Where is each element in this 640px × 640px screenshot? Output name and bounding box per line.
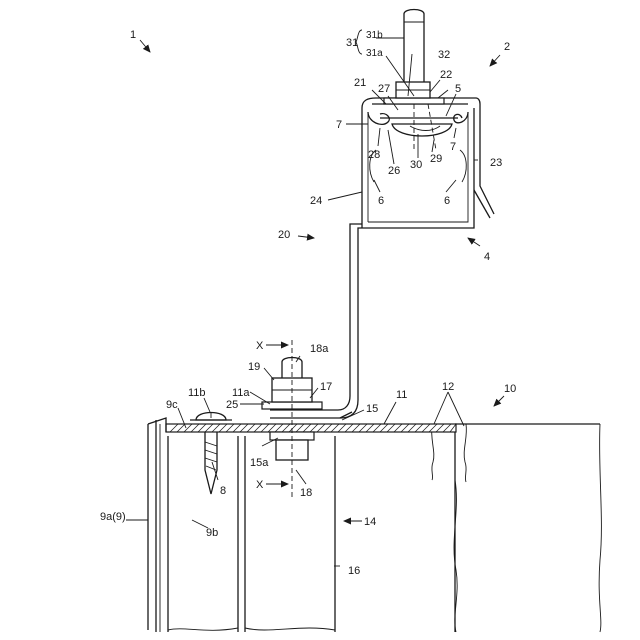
label-28: 28 (368, 149, 380, 161)
label-4: 4 (484, 251, 490, 263)
label-21: 21 (354, 77, 366, 89)
section-marks (266, 345, 288, 484)
label-20: 20 (278, 229, 290, 241)
label-11: 11 (396, 389, 407, 401)
label-19: 19 (248, 361, 260, 373)
label-30: 30 (410, 159, 422, 171)
label-2: 2 (504, 41, 510, 53)
label-8: 8 (220, 485, 226, 497)
label-6-left: 6 (378, 195, 384, 207)
label-23: 23 (490, 157, 502, 169)
label-6-right: 6 (444, 195, 450, 207)
label-27: 27 (378, 83, 390, 95)
label-22: 22 (440, 69, 452, 81)
label-12: 12 (442, 381, 454, 393)
eave-member (148, 418, 238, 632)
roof-plate (166, 424, 456, 432)
roof-base-member (432, 424, 602, 632)
label-10: 10 (504, 383, 516, 395)
label-9c: 9c (166, 399, 178, 411)
label-31a: 31a (366, 48, 383, 59)
label-9a: 9a(9) (100, 511, 126, 523)
label-16: 16 (348, 565, 360, 577)
label-15: 15 (366, 403, 378, 415)
label-31b: 31b (366, 30, 383, 41)
bolt-assembly (262, 340, 322, 498)
label-24: 24 (310, 195, 322, 207)
label-1: 1 (130, 29, 136, 41)
label-32: 32 (438, 49, 450, 61)
label-14: 14 (364, 516, 376, 528)
label-11b: 11b (188, 387, 206, 399)
reference-labels: 1 2 4 5 6 6 7 7 8 9a(9) 9b 9c 10 11 11a … (100, 29, 516, 577)
label-15a: 15a (250, 457, 269, 469)
label-18a: 18a (310, 343, 329, 355)
leader-lines (126, 38, 504, 566)
label-17: 17 (320, 381, 332, 393)
label-x-bottom: X (256, 479, 264, 491)
label-29: 29 (430, 153, 442, 165)
label-25: 25 (226, 399, 238, 411)
label-x-top: X (256, 340, 264, 352)
label-7-left: 7 (336, 119, 342, 131)
label-18: 18 (300, 487, 312, 499)
label-7-right: 7 (450, 141, 456, 153)
label-26: 26 (388, 165, 400, 177)
label-11a: 11a (232, 387, 250, 399)
label-9b: 9b (206, 527, 218, 539)
label-5: 5 (455, 83, 461, 95)
